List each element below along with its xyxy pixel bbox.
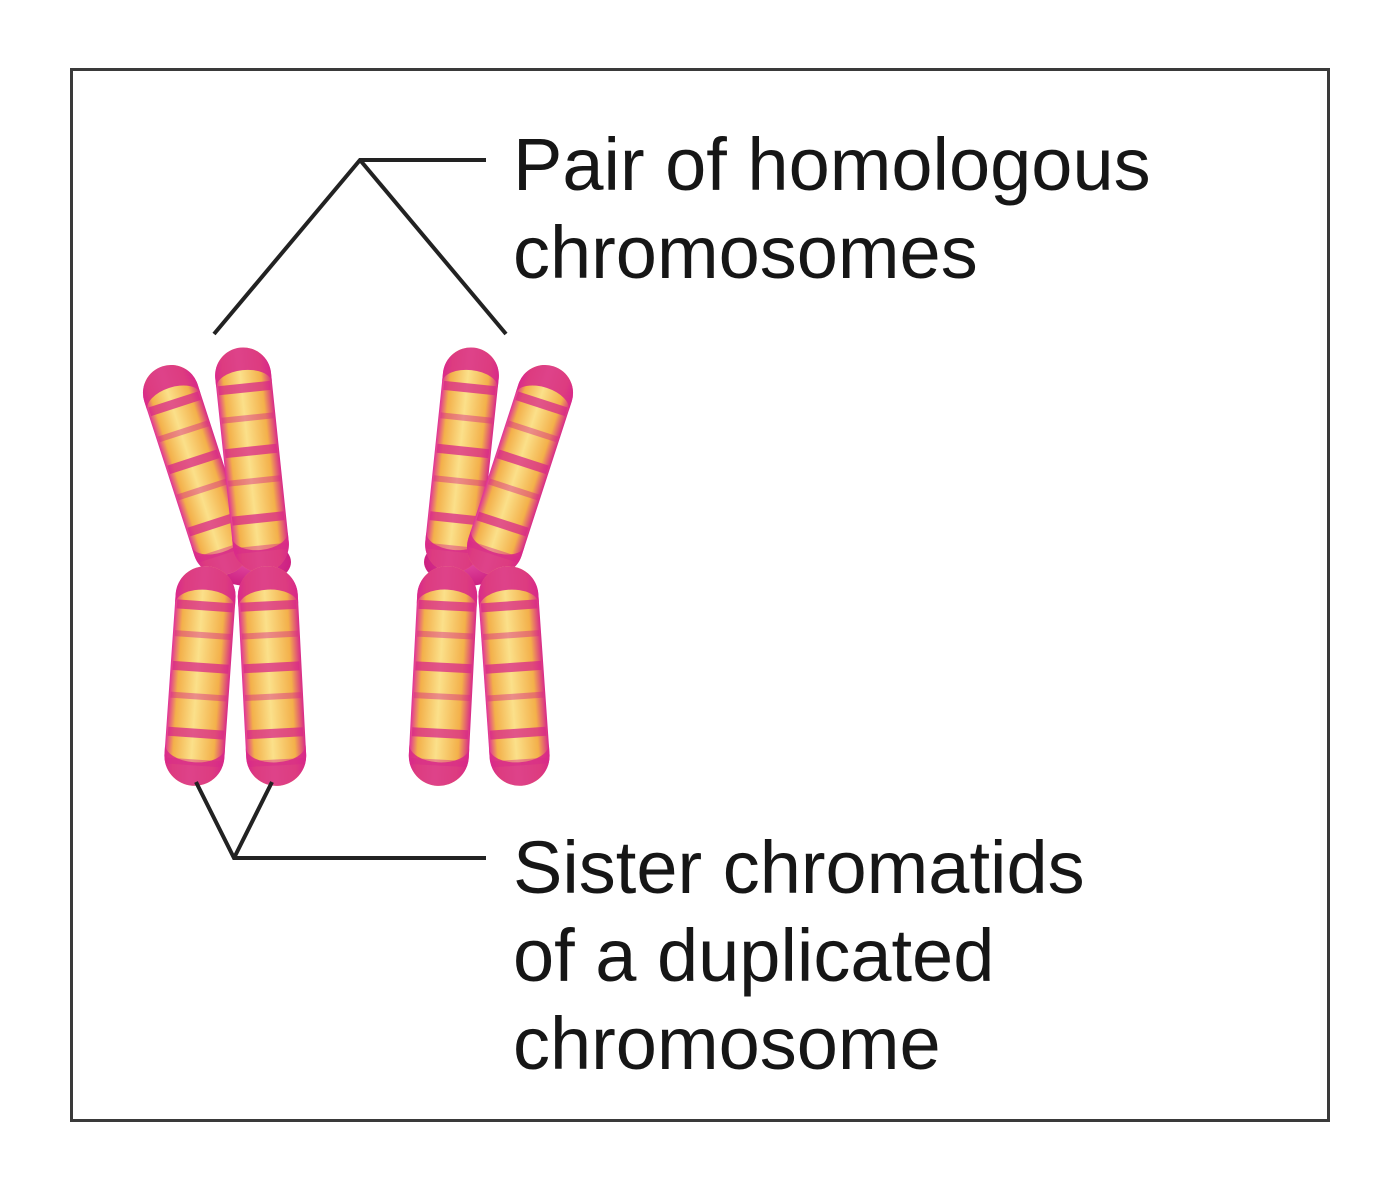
chromatid-arm-upper-left-b-band-1: [218, 380, 271, 396]
chromatid-arm-lower-right-b-band-6: [491, 757, 549, 768]
chromatid-arm-lower-left-b: [237, 566, 307, 786]
chromatid-arm-lower-left-a-body: [164, 566, 236, 786]
chromatid-arm-upper-left-a-band-5: [187, 511, 240, 537]
chromatid-arm-lower-right-a-band-2: [417, 630, 474, 640]
chromatid-arm-upper-right-b-band-4: [488, 478, 540, 501]
homologous-pair-leader-line: [212, 158, 486, 336]
chromatid-arm-lower-right-a: [408, 566, 478, 786]
chromatid-arm-lower-right-a-band-5: [411, 727, 469, 740]
chromatid-arm-upper-right-a-band-5: [429, 511, 483, 526]
chromatid-arm-lower-right-b-tip-top: [478, 566, 540, 609]
chromatid-arm-upper-left-b-band-5: [231, 511, 285, 526]
chromatid-arm-upper-right-a-band-6: [426, 542, 479, 555]
chromatid-arm-lower-left-a-band-3: [172, 660, 229, 674]
chromatid-arm-upper-right-b-band-1: [515, 391, 568, 417]
chromatid-arm-lower-left-b-band-6: [248, 758, 305, 767]
chromatid-arm-lower-left-b-band-1: [240, 599, 297, 612]
chromatid-arm-lower-right-a-band-6: [410, 758, 467, 767]
chromatid-arm-lower-left-b-band-2: [241, 630, 298, 640]
sister-chromatids-label-line1: Sister chromatids: [513, 826, 1085, 909]
chromatid-arm-upper-left-b-tip-top: [215, 347, 273, 389]
chromatid-arm-lower-left-b-tip-bottom: [245, 744, 307, 786]
chromatid-arm-upper-right-a-band-1: [443, 380, 496, 396]
chromatid-arm-upper-left-b: [215, 347, 289, 573]
chromatid-arm-upper-right-b-band-2: [506, 420, 559, 443]
chromatid-arm-upper-left-a-tip-top: [142, 364, 201, 412]
chromatid-arm-lower-left-b-band-4: [244, 692, 302, 702]
chromatid-arm-lower-right-b: [478, 566, 550, 786]
homologous-pair-label-line2: chromosomes: [513, 211, 978, 294]
chromatid-arm-lower-right-b-band-2: [482, 630, 540, 641]
sister-chromatids-label-line3: chromosome: [513, 1002, 941, 1085]
chromatid-arm-lower-right-b-band-3: [485, 660, 542, 674]
chromatid-arm-upper-left-a-band-1: [148, 391, 201, 417]
chromatid-arm-lower-left-a-band-1: [176, 599, 234, 613]
chromatid-arm-lower-left-a-band-2: [174, 630, 232, 641]
chromatid-arm-lower-right-a-tip-bottom: [408, 744, 470, 786]
chromatid-arm-lower-left-a-band-6: [165, 757, 223, 768]
chromosome-left: [142, 347, 307, 786]
homologous-pair-label: Pair of homologous chromosomes: [513, 121, 1151, 297]
homologous-pair-leader-line-right: [358, 158, 508, 336]
chromatid-arm-lower-right-b-tip-bottom: [488, 743, 550, 786]
chromosome-right: [408, 347, 574, 786]
sister-chromatids-label-line2: of a duplicated: [513, 914, 995, 997]
chromatid-arm-upper-left-b-band-6: [235, 542, 288, 555]
chromatid-arm-upper-right-a-tip-top: [441, 347, 499, 389]
chromatid-arm-lower-right-b-body: [478, 566, 550, 786]
chromatid-arm-upper-left-b-band-3: [224, 443, 278, 459]
chromatid-arm-lower-left-b-band-3: [243, 661, 300, 674]
chromatid-arm-lower-right-a-band-3: [415, 661, 472, 674]
homologous-pair-label-line1: Pair of homologous: [513, 123, 1151, 206]
sister-chromatids-label: Sister chromatids of a duplicated chromo…: [513, 824, 1085, 1088]
sister-chromatids-leader-line-right: [232, 781, 274, 859]
chromatid-arm-upper-right-a-band-3: [436, 443, 490, 459]
chromatid-arm-lower-left-a-band-5: [167, 726, 225, 740]
chromatid-arm-upper-right-b-band-3: [496, 449, 549, 475]
chromatid-arm-upper-left-a-band-4: [176, 478, 228, 501]
chromatid-arm-lower-left-a-tip-top: [174, 566, 236, 609]
chromatid-arm-lower-left-b-band-5: [246, 727, 304, 740]
chromatid-arm-upper-right-a-band-4: [433, 475, 486, 487]
chromatid-arm-lower-right-b-band-1: [480, 599, 538, 613]
chromatid-arm-lower-right-a-tip-top: [416, 566, 478, 608]
chromatid-arm-lower-right-b-band-5: [489, 726, 547, 740]
chromatid-arm-upper-right-b-tip-top: [515, 364, 574, 412]
chromatid-arm-upper-right-b: [466, 364, 574, 576]
chromatid-arm-upper-left-a-tip-bottom: [191, 528, 250, 576]
chromatid-arm-upper-right-a-band-2: [440, 412, 493, 424]
chromatid-arm-lower-left-a: [164, 566, 236, 786]
chromatid-arm-lower-left-b-tip-top: [237, 566, 299, 608]
chromatid-arm-upper-right-b-band-5: [476, 511, 529, 537]
chromatid-arm-upper-left-b-band-4: [228, 475, 281, 487]
chromatid-arm-lower-right-a-band-1: [418, 599, 475, 612]
chromatid-arm-upper-left-b-tip-bottom: [231, 531, 289, 573]
chromatid-arm-upper-left-b-band-2: [221, 412, 274, 424]
chromatid-arm-upper-right-b-tip-bottom: [466, 528, 525, 576]
chromatid-arm-lower-right-a-band-4: [413, 692, 471, 702]
chromatid-arm-upper-right-b-band-6: [467, 540, 520, 563]
chromatid-arm-upper-right-a-tip-bottom: [425, 531, 483, 573]
chromatid-arm-upper-left-a-band-2: [157, 420, 210, 443]
chromatid-arm-lower-left-a-band-4: [170, 691, 227, 702]
chromatid-arm-upper-left-a-band-3: [167, 449, 220, 475]
chromatid-arm-lower-right-b-band-4: [487, 691, 544, 702]
chromatid-arm-lower-left-a-tip-bottom: [164, 743, 226, 786]
